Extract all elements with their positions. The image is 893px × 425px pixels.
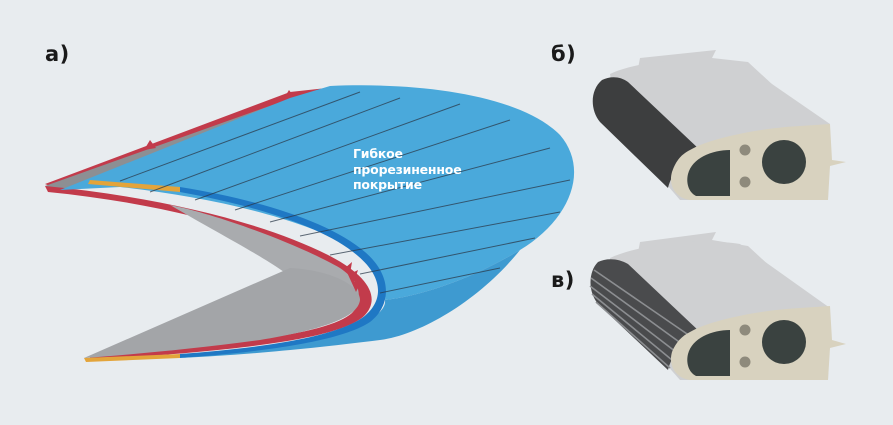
profile-b-pin-bottom — [739, 176, 751, 188]
flexible-covering-diagram — [45, 85, 575, 362]
profile-c-pin-bottom — [739, 356, 751, 368]
coating-annotation: Гибкое прорезиненное покрытие — [353, 146, 462, 193]
profile-c-pin-top — [739, 324, 751, 336]
profile-c-hole-left — [687, 330, 730, 376]
edge-tab-2 — [144, 140, 156, 150]
jagged-edge — [345, 262, 362, 292]
gray-lower-sheet — [84, 268, 360, 358]
profile-b-hole-left — [687, 150, 730, 196]
profile-c-ribs — [589, 269, 691, 369]
coating-seams — [119, 91, 571, 294]
panel-label-c: в) — [551, 268, 575, 292]
orange-strip-lower — [84, 354, 180, 362]
annotation-line-1: Гибкое — [353, 146, 403, 161]
profile-b — [592, 50, 846, 200]
profile-b-hole-right — [762, 140, 806, 184]
profile-c — [589, 232, 846, 380]
blue-coating-surface — [60, 85, 575, 301]
panel-label-a: а) — [45, 42, 70, 66]
profile-c-hole-right — [762, 320, 806, 364]
annotation-line-3: покрытие — [353, 177, 422, 192]
profile-b-pin-top — [739, 144, 751, 156]
panel-label-b: б) — [551, 42, 577, 66]
profile-b-dark-covering — [592, 77, 700, 188]
annotation-line-2: прорезиненное — [353, 161, 462, 177]
blue-coating-fold — [180, 250, 520, 358]
